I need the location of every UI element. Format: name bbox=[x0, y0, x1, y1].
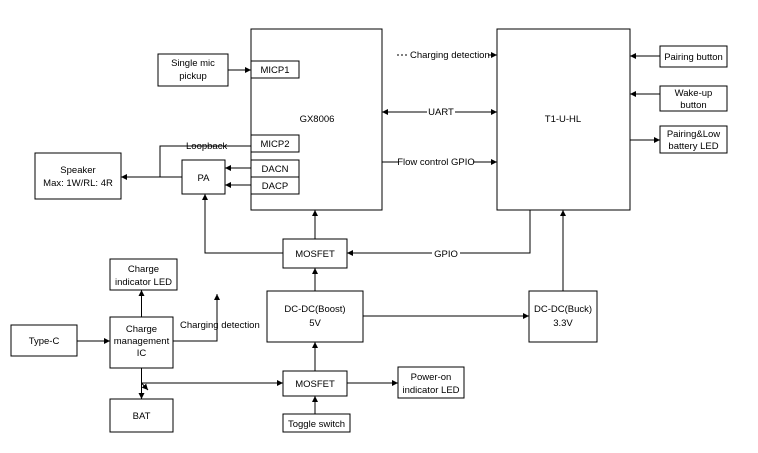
charging-detection-bottom-label: Charging detection bbox=[180, 320, 260, 331]
svg-text:DC-DC(Buck): DC-DC(Buck) bbox=[534, 304, 592, 315]
svg-text:battery LED: battery LED bbox=[668, 141, 718, 152]
micp2-pin: MICP2 bbox=[250, 134, 300, 153]
bat-block: BAT bbox=[109, 398, 174, 433]
type-c-block: Type-C bbox=[10, 324, 78, 357]
svg-text:Charge: Charge bbox=[128, 264, 159, 275]
svg-text:management: management bbox=[114, 336, 170, 347]
svg-text:Wake-up: Wake-up bbox=[675, 88, 713, 99]
dc-dc-buck-block: DC-DC(Buck) 3.3V bbox=[528, 290, 598, 343]
gpio-label: GPIO bbox=[434, 249, 458, 260]
svg-text:PA: PA bbox=[198, 173, 211, 184]
svg-text:BAT: BAT bbox=[133, 411, 151, 422]
pa-amplifier-block: PA bbox=[181, 159, 226, 195]
dc-dc-boost-block: DC-DC(Boost) 5V bbox=[266, 290, 364, 343]
loopback-label: Loopback bbox=[186, 141, 227, 152]
svg-text:MICP1: MICP1 bbox=[260, 65, 289, 76]
mosfet-top-block: MOSFET bbox=[282, 238, 348, 269]
svg-text:IC: IC bbox=[137, 348, 147, 359]
svg-text:Pairing button: Pairing button bbox=[664, 52, 723, 63]
dacp-pin: DACP bbox=[250, 176, 300, 195]
svg-text:button: button bbox=[680, 100, 706, 111]
svg-text:Speaker: Speaker bbox=[60, 165, 95, 176]
svg-text:Charge: Charge bbox=[126, 324, 157, 335]
connector-mosfet-to-pa bbox=[202, 194, 283, 254]
connector-charging-detection-bottom bbox=[173, 294, 220, 342]
speaker-block: Speaker Max: 1W/RL: 4R bbox=[34, 152, 122, 200]
t1-u-hl-chip-block: T1-U-HL bbox=[496, 28, 631, 211]
connector-ic-branch bbox=[141, 382, 149, 391]
svg-text:pickup: pickup bbox=[179, 71, 206, 82]
charge-indicator-led-block: Charge indicator LED bbox=[109, 258, 178, 291]
charge-management-ic-block: Charge management IC bbox=[109, 316, 174, 369]
svg-text:DACN: DACN bbox=[262, 164, 289, 175]
dacn-pin: DACN bbox=[250, 159, 300, 178]
svg-text:Toggle switch: Toggle switch bbox=[288, 419, 345, 430]
svg-text:indicator LED: indicator LED bbox=[115, 277, 172, 288]
svg-text:T1-U-HL: T1-U-HL bbox=[545, 114, 581, 125]
svg-text:MOSFET: MOSFET bbox=[295, 379, 335, 390]
connector-loopback bbox=[159, 145, 251, 177]
pairing-low-battery-led-block: Pairing&Low battery LED bbox=[659, 125, 728, 154]
svg-text:5V: 5V bbox=[309, 318, 321, 329]
mosfet-bottom-block: MOSFET bbox=[282, 370, 348, 397]
svg-text:DACP: DACP bbox=[262, 181, 288, 192]
svg-text:Type-C: Type-C bbox=[29, 336, 60, 347]
flow-control-gpio-label: Flow control GPIO bbox=[397, 157, 475, 168]
svg-text:MICP2: MICP2 bbox=[260, 139, 289, 150]
svg-text:Single mic: Single mic bbox=[171, 58, 215, 69]
connector-gpio bbox=[347, 210, 531, 256]
charging-detection-top-label: Charging detection bbox=[410, 50, 490, 61]
svg-text:MOSFET: MOSFET bbox=[295, 249, 335, 260]
svg-text:Power-on: Power-on bbox=[411, 372, 452, 383]
toggle-switch-block: Toggle switch bbox=[282, 413, 351, 433]
svg-text:DC-DC(Boost): DC-DC(Boost) bbox=[284, 304, 345, 315]
uart-label: UART bbox=[428, 107, 454, 118]
micp1-pin: MICP1 bbox=[250, 60, 300, 79]
svg-text:GX8006: GX8006 bbox=[300, 114, 335, 125]
svg-text:3.3V: 3.3V bbox=[553, 318, 573, 329]
pairing-button-block: Pairing button bbox=[659, 45, 728, 68]
single-mic-pickup-block: Single mic pickup bbox=[157, 53, 229, 87]
svg-text:Max: 1W/RL: 4R: Max: 1W/RL: 4R bbox=[43, 178, 113, 189]
wakeup-button-block: Wake-up button bbox=[659, 85, 728, 112]
power-on-indicator-led-block: Power-on indicator LED bbox=[397, 366, 465, 399]
svg-text:Pairing&Low: Pairing&Low bbox=[667, 129, 720, 140]
svg-text:indicator LED: indicator LED bbox=[402, 385, 459, 396]
